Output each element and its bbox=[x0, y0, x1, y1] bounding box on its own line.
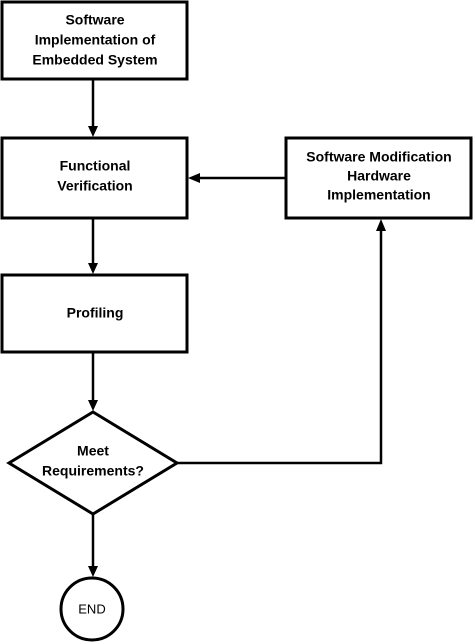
edge-decision-to-end-arrowhead bbox=[88, 566, 98, 577]
node-end: END bbox=[59, 576, 125, 642]
node-software-modification-line2: Hardware bbox=[347, 168, 411, 184]
edge-decision-to-modification bbox=[177, 219, 386, 465]
node-profiling-box bbox=[0, 273, 189, 354]
node-end-label: END bbox=[78, 601, 105, 616]
edge-decision-to-end bbox=[88, 515, 98, 577]
node-functional-verification-line1: Functional bbox=[60, 158, 131, 174]
node-software-implementation-line2: Implementation of bbox=[35, 32, 156, 48]
node-software-implementation: Software Implementation of Embedded Syst… bbox=[0, 0, 189, 81]
node-software-implementation-line1: Software bbox=[65, 12, 124, 28]
node-profiling-line1: Profiling bbox=[67, 305, 124, 321]
edge-decision-to-modification-arrowhead bbox=[376, 219, 386, 231]
edge-verification-to-profiling-arrowhead bbox=[88, 263, 98, 274]
edge-implementation-to-verification bbox=[88, 80, 98, 137]
node-software-modification-box bbox=[284, 136, 473, 220]
node-software-modification-line3: Implementation bbox=[327, 187, 430, 203]
node-software-implementation-box bbox=[0, 0, 189, 81]
edge-implementation-to-verification-arrowhead bbox=[88, 126, 98, 137]
edge-profiling-to-decision-arrowhead bbox=[88, 400, 98, 411]
node-functional-verification: Functional Verification bbox=[0, 136, 189, 220]
node-functional-verification-box bbox=[0, 136, 189, 220]
node-end-circle bbox=[59, 576, 125, 642]
edge-verification-to-profiling bbox=[88, 219, 98, 274]
node-functional-verification-line2: Verification bbox=[57, 178, 132, 194]
node-meet-requirements: Meet Requirements? bbox=[6, 410, 180, 516]
node-meet-requirements-line2: Requirements? bbox=[42, 463, 144, 479]
node-software-modification-line1: Software Modification bbox=[306, 149, 451, 165]
edge-modification-to-verification-arrowhead bbox=[188, 173, 200, 183]
edge-modification-to-verification bbox=[188, 173, 285, 183]
edge-profiling-to-decision bbox=[88, 353, 98, 411]
node-meet-requirements-line1: Meet bbox=[77, 443, 109, 459]
edge-decision-to-modification-line bbox=[177, 231, 383, 465]
node-software-modification: Software Modification Hardware Implement… bbox=[284, 136, 473, 220]
node-profiling: Profiling bbox=[0, 273, 189, 354]
node-software-implementation-line3: Embedded System bbox=[32, 52, 157, 68]
node-meet-requirements-diamond bbox=[6, 410, 180, 516]
